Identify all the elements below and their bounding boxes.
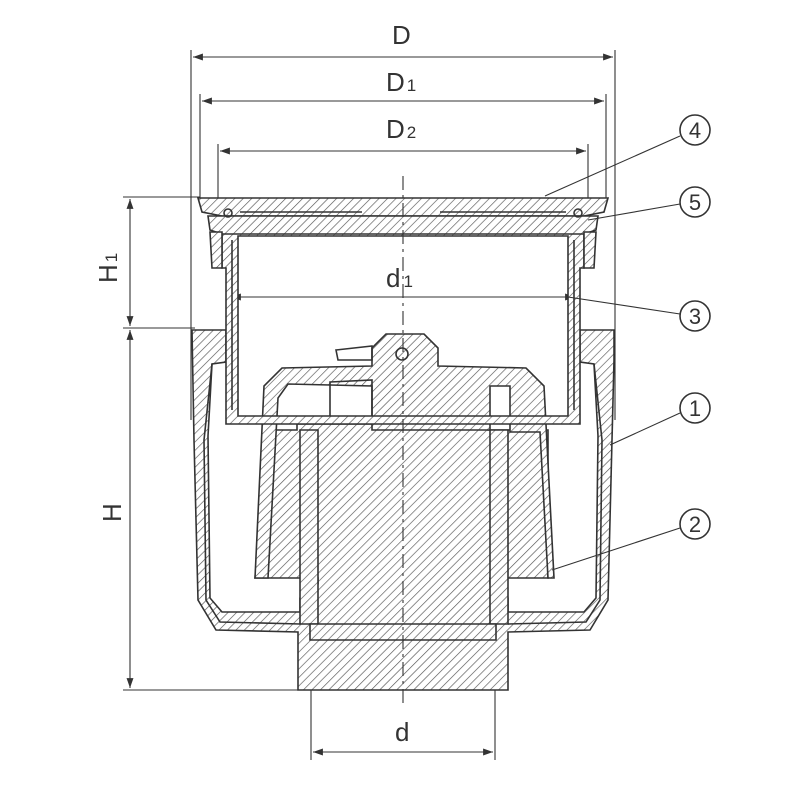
frame-skirt-right (583, 231, 597, 269)
dimension-lines (123, 50, 616, 760)
dim-label-d: d (395, 717, 409, 747)
svg-text:H1: H1 (93, 253, 123, 283)
callout-2: 2 (679, 508, 711, 540)
dim-label-H: H (97, 503, 127, 522)
dim-label-D: D (392, 20, 411, 50)
bolt-icon (395, 347, 409, 361)
dim-label-H1: H1 (93, 253, 123, 283)
svg-text:4: 4 (689, 118, 701, 143)
svg-text:2: 2 (689, 512, 701, 537)
callout-5: 5 (679, 186, 711, 218)
callout-1: 1 (679, 392, 711, 424)
callout-3: 3 (679, 300, 711, 332)
frame-skirt-left (209, 231, 223, 269)
callout-leaders (544, 135, 681, 571)
callout-4: 4 (679, 114, 711, 146)
callout-markers: 4 5 3 1 2 (679, 114, 711, 540)
svg-text:H: H (97, 503, 127, 522)
svg-text:5: 5 (689, 190, 701, 215)
outlet-socket (309, 623, 497, 641)
svg-text:1: 1 (689, 396, 701, 421)
svg-text:3: 3 (689, 304, 701, 329)
